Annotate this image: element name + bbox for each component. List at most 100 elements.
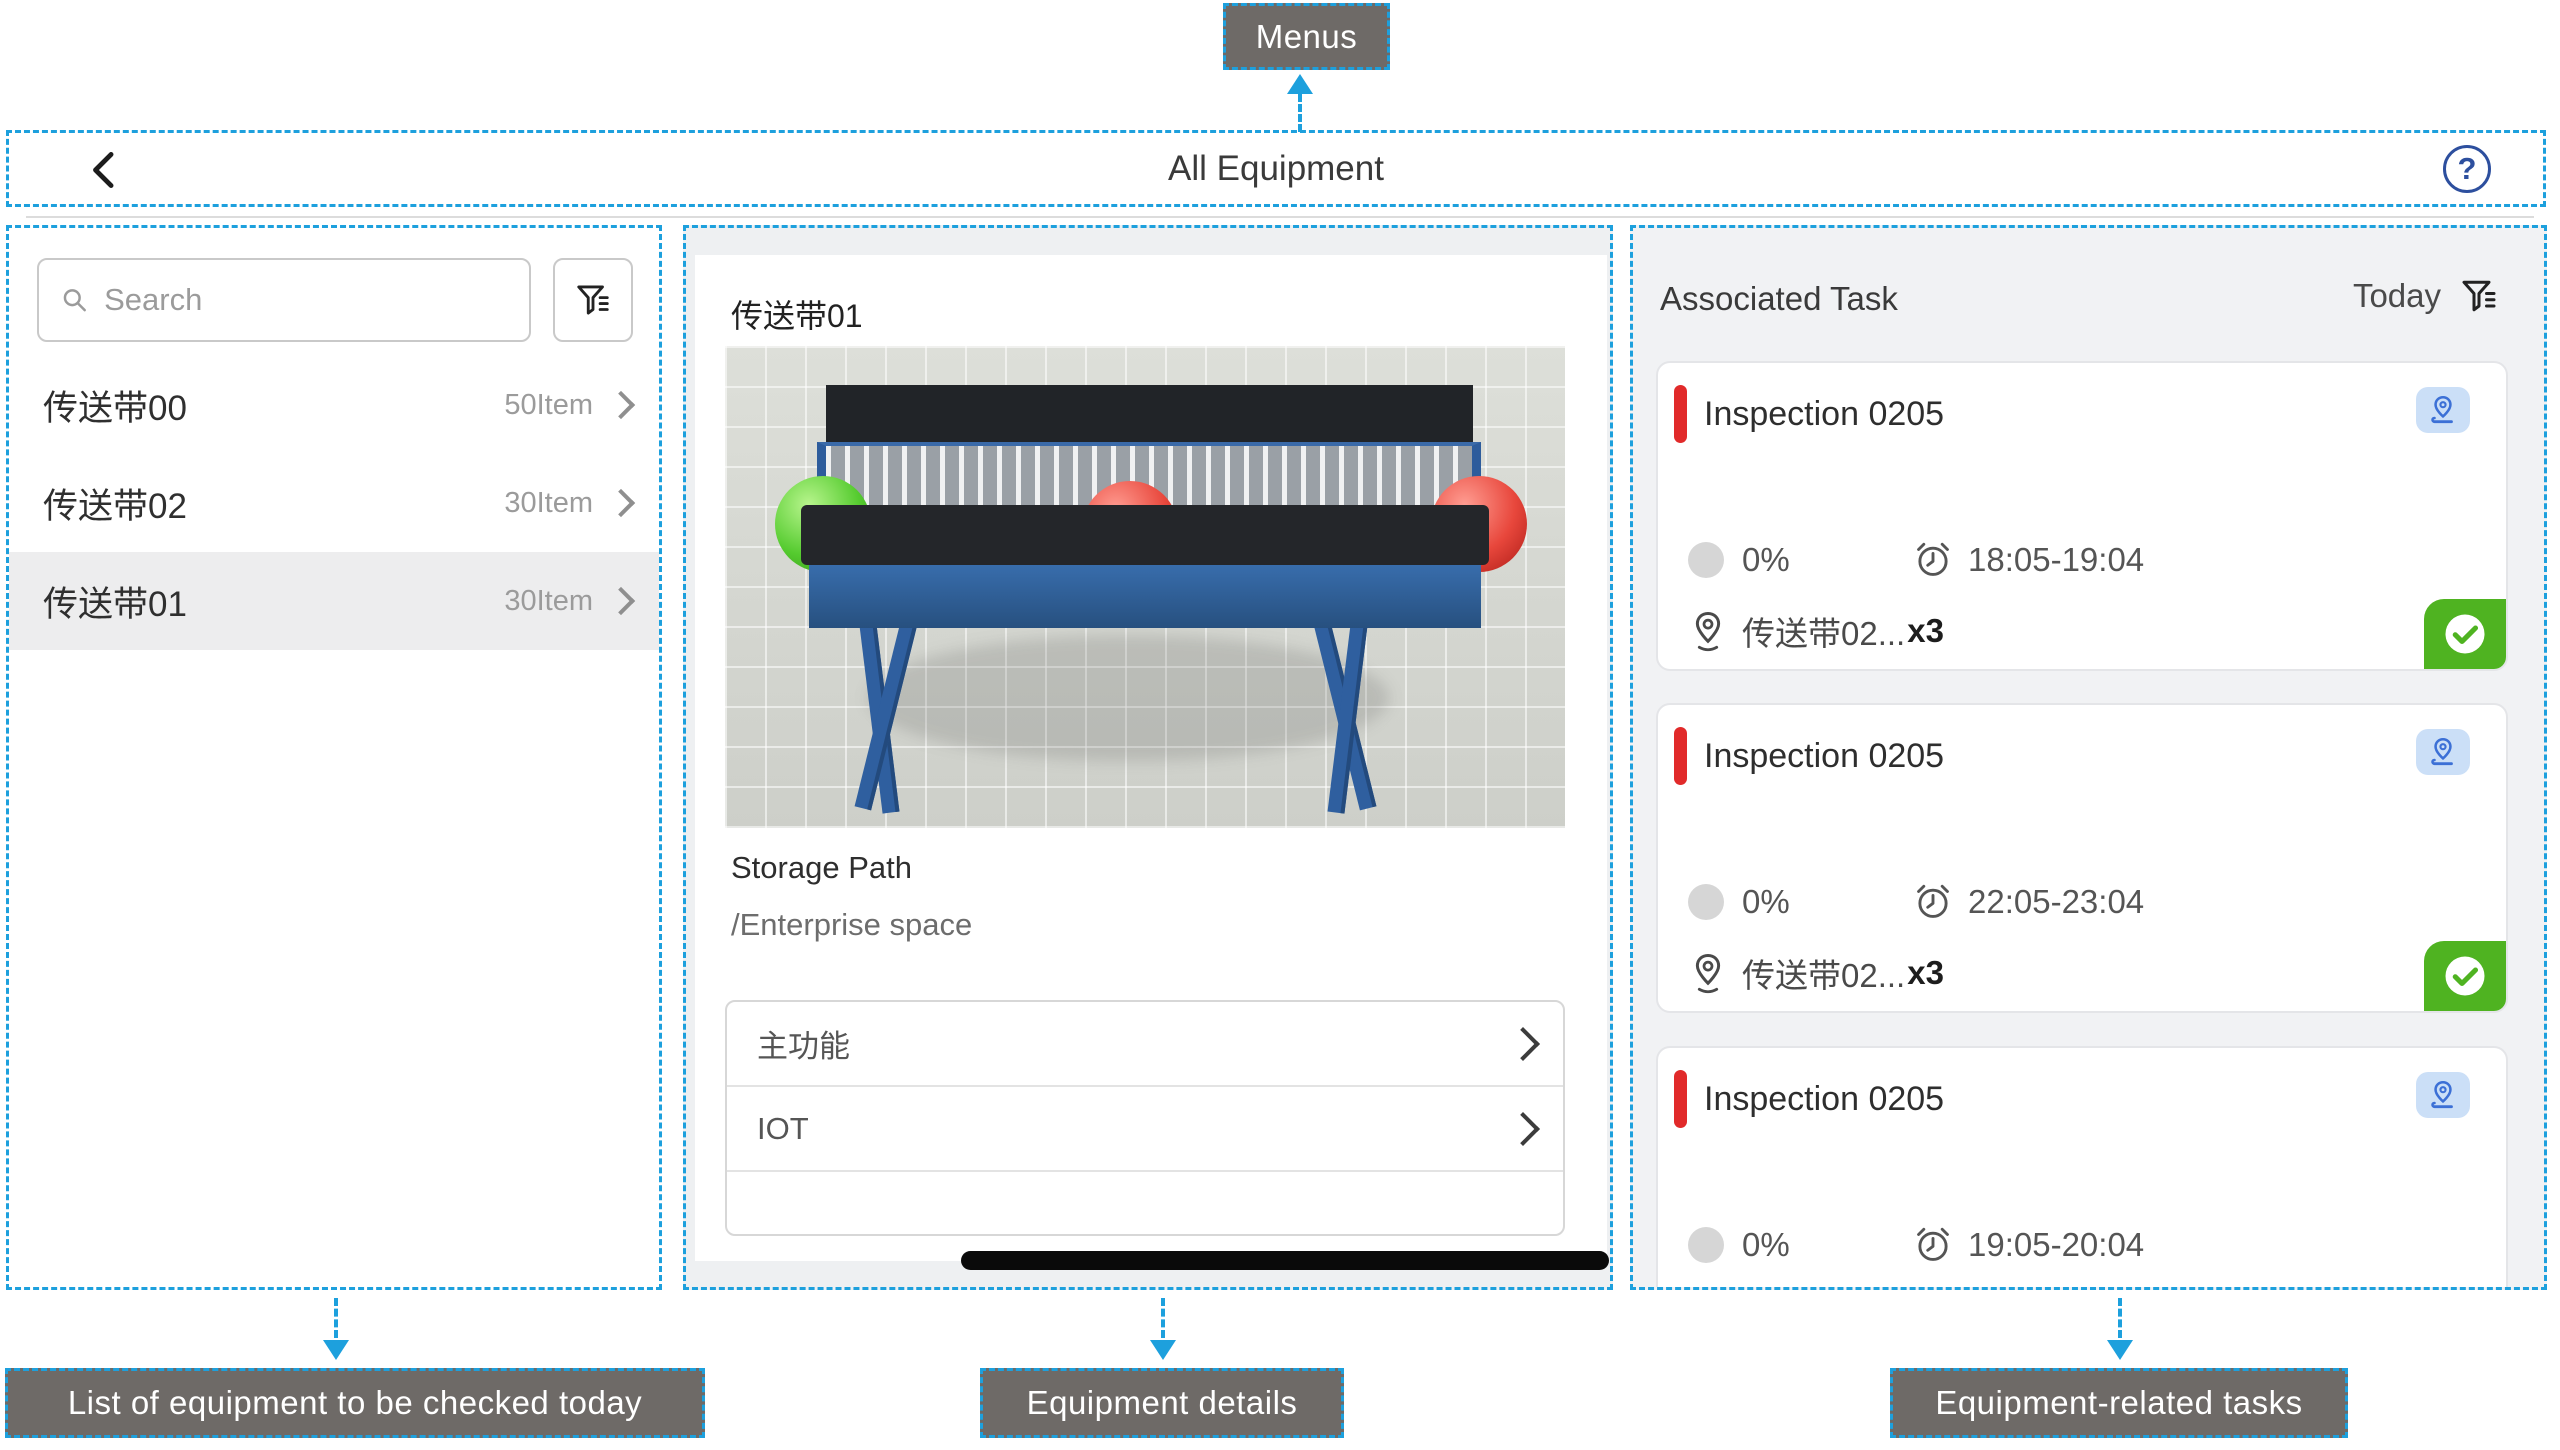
chevron-right-icon [1506, 1111, 1540, 1146]
task-progress-row: 0% 19:05-20:04 [1688, 1224, 2348, 1266]
equipment-list-panel: 传送带00 50Item 传送带02 30Item 传送带01 30Item [6, 225, 662, 1290]
equipment-detail-card: 传送带01 Storage Path /Enterprise space [695, 255, 1607, 1261]
conveyor-shadow [867, 635, 1389, 761]
menus-arrow-line [1298, 94, 1302, 132]
annotation-menus-text: Menus [1255, 17, 1358, 55]
app-header: All Equipment ? [6, 130, 2546, 207]
page-title: All Equipment [1168, 148, 1384, 188]
search-box[interactable] [37, 258, 531, 342]
task-card-1[interactable]: Inspection 0205 0% 22:05-23:04 [1656, 703, 2508, 1013]
filter-funnel-icon [577, 285, 609, 315]
nav-location-icon [2431, 737, 2453, 766]
priority-bar [1674, 385, 1687, 443]
map-pin-icon [1695, 953, 1721, 994]
tasks-filter[interactable]: Today [2353, 276, 2499, 316]
back-button[interactable] [81, 147, 127, 193]
equipment-count: 50Item [504, 388, 593, 421]
equipment-row-0[interactable]: 传送带00 50Item [9, 356, 659, 454]
conveyor-front-rail [800, 505, 1490, 566]
annotation-equipment-list-text: List of equipment to be checked today [67, 1384, 643, 1421]
task-location: 传送带02... [1742, 615, 1906, 652]
nav-location-icon [2431, 1080, 2453, 1109]
task-progress: 0% [1742, 883, 1790, 920]
equipment-name: 传送带02 [43, 486, 187, 526]
equipment-filter-button[interactable] [553, 258, 633, 342]
help-button[interactable]: ? [2443, 145, 2491, 193]
chevron-right-icon [606, 586, 636, 616]
equipment-details-arrow-line [1161, 1298, 1165, 1338]
equipment-details-panel: 传送带01 Storage Path /Enterprise space [683, 225, 1613, 1290]
progress-dot-icon [1688, 884, 1724, 920]
task-time: 22:05-23:04 [1968, 883, 2145, 920]
annotation-equipment-list: List of equipment to be checked today [5, 1368, 705, 1438]
equipment-count: 30Item [504, 486, 593, 519]
equipment-list-arrow-line [334, 1298, 338, 1338]
equipment-tasks-arrow-head [2107, 1340, 2133, 1360]
equipment-name: 传送带01 [43, 584, 187, 624]
equipment-row-2-selected[interactable]: 传送带01 30Item [9, 552, 659, 650]
nav-location-badge[interactable] [2416, 387, 2470, 433]
progress-dot-icon [1688, 542, 1724, 578]
task-card-0[interactable]: Inspection 0205 0% 18:05-19:04 [1656, 361, 2508, 671]
tasks-header: Associated Task Today [1633, 228, 2544, 338]
task-card-2[interactable]: Inspection 0205 0% 19:05-20:04 [1656, 1046, 2508, 1287]
annotation-equipment-tasks-text: Equipment-related tasks [1935, 1384, 2303, 1421]
header-divider [26, 216, 2534, 218]
map-pin-icon [1695, 611, 1721, 652]
chevron-right-icon [606, 488, 636, 518]
conveyor-back-rail [825, 384, 1473, 443]
detail-menu-item-iot[interactable]: IOT [727, 1087, 1563, 1172]
associated-tasks-panel: Associated Task Today Inspection 0205 [1630, 225, 2547, 1290]
equipment-row-1[interactable]: 传送带02 30Item [9, 454, 659, 552]
nav-location-badge[interactable] [2416, 1072, 2470, 1118]
menu-item-label: IOT [757, 1110, 809, 1146]
task-progress-row: 0% 22:05-23:04 [1688, 881, 2348, 923]
equipment-detail-title: 传送带01 [731, 298, 863, 334]
menu-item-label: 主功能 [757, 1029, 850, 1064]
task-location: 传送带02... [1742, 957, 1906, 994]
alarm-clock-icon [1917, 542, 1949, 576]
menus-arrow-head [1287, 74, 1313, 94]
task-progress-row: 0% 18:05-19:04 [1688, 539, 2348, 581]
task-done-badge[interactable] [2424, 599, 2506, 669]
task-location-count: x3 [1907, 612, 1944, 649]
check-circle-icon [2445, 614, 2485, 654]
detail-menu: 主功能 IOT [725, 1000, 1565, 1236]
task-progress: 0% [1742, 1226, 1790, 1263]
annotation-equipment-details-text: Equipment details [1026, 1384, 1298, 1421]
storage-path-label: Storage Path [731, 850, 912, 885]
task-title: Inspection 0205 [1704, 1080, 1945, 1118]
back-chevron-icon [93, 152, 114, 188]
equipment-count: 30Item [504, 584, 593, 617]
equipment-list: 传送带00 50Item 传送带02 30Item 传送带01 30Item [9, 356, 659, 650]
priority-bar [1674, 727, 1687, 785]
detail-menu-item-empty [727, 1172, 1563, 1257]
chevron-right-icon [1506, 1026, 1540, 1061]
equipment-list-arrow-head [323, 1340, 349, 1360]
horizontal-scrollbar[interactable] [961, 1251, 1609, 1270]
storage-path-value: /Enterprise space [731, 907, 973, 942]
check-circle-icon [2445, 956, 2485, 996]
annotation-equipment-tasks: Equipment-related tasks [1890, 1368, 2348, 1438]
nav-location-badge[interactable] [2416, 729, 2470, 775]
filter-funnel-icon [2462, 280, 2496, 312]
search-input[interactable] [104, 282, 507, 318]
annotation-equipment-details: Equipment details [980, 1368, 1344, 1438]
priority-bar [1674, 1070, 1687, 1128]
task-title: Inspection 0205 [1704, 737, 1945, 775]
annotation-menus: Menus [1223, 3, 1390, 70]
alarm-clock-icon [1917, 884, 1949, 918]
equipment-details-arrow-head [1150, 1340, 1176, 1360]
task-location-row: 传送带02... x3 [1688, 949, 1944, 997]
tasks-filter-label: Today [2352, 277, 2441, 314]
nav-location-icon [2431, 395, 2453, 424]
progress-dot-icon [1688, 1227, 1724, 1263]
task-done-badge[interactable] [2424, 941, 2506, 1011]
chevron-right-icon [606, 390, 636, 420]
conveyor-frame-beam [809, 565, 1481, 628]
task-time: 18:05-19:04 [1968, 541, 2145, 578]
equipment-tasks-arrow-line [2118, 1298, 2122, 1338]
alarm-clock-icon [1917, 1227, 1949, 1261]
detail-menu-item-main-function[interactable]: 主功能 [727, 1002, 1563, 1087]
